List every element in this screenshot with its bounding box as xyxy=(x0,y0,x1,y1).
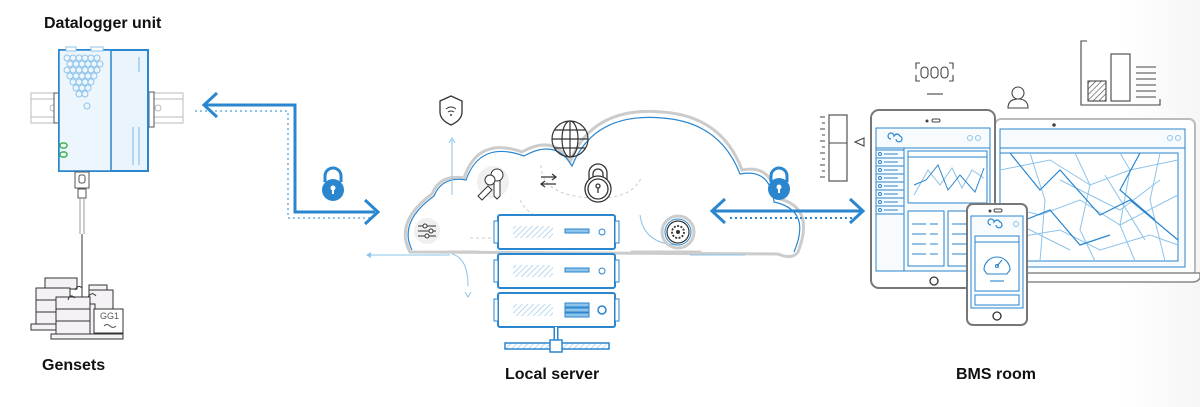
cloud-padlock-icon xyxy=(584,163,612,203)
shield-wifi-icon xyxy=(439,95,463,126)
gauge-icon xyxy=(983,256,1011,282)
server-unit xyxy=(493,214,620,250)
gear-icon xyxy=(660,214,696,250)
sliders-icon xyxy=(414,218,440,244)
datalogger-label: Datalogger unit xyxy=(44,15,162,32)
arrow-left-head xyxy=(201,91,219,119)
arrow-right-head xyxy=(848,197,866,225)
tablet-line-chart xyxy=(913,164,985,196)
server-unit xyxy=(493,292,620,328)
gensets-label: Gensets xyxy=(42,357,106,374)
phone-icon xyxy=(966,203,1028,326)
map-view xyxy=(999,152,1179,262)
bar-chart-icon xyxy=(1080,40,1161,106)
datalogger-unit xyxy=(30,46,184,300)
padlock-icon xyxy=(768,166,790,200)
server-label: Local server xyxy=(505,366,600,383)
exchange-arrows-icon xyxy=(540,173,557,188)
gauge-scale-icon xyxy=(820,114,865,182)
keys-icon xyxy=(477,166,509,201)
secure-link-right xyxy=(709,166,866,225)
secure-link-left xyxy=(195,91,381,226)
padlock-icon xyxy=(322,166,344,201)
status-leds xyxy=(59,142,68,158)
tablet-sidebar xyxy=(875,149,905,215)
genset-badge: GG1 xyxy=(100,311,119,321)
arrow-right-head xyxy=(363,198,381,226)
cloud-outline xyxy=(403,109,806,259)
bms-label: BMS room xyxy=(956,366,1036,383)
bms-devices xyxy=(820,40,1200,326)
server-unit xyxy=(493,253,620,289)
globe-icon xyxy=(551,120,589,158)
app-logo xyxy=(887,132,903,143)
app-logo xyxy=(987,218,1003,229)
server-stack-icon xyxy=(493,214,620,353)
user-icon xyxy=(1007,86,1029,109)
rj45-connector xyxy=(74,171,90,189)
tablet-icon xyxy=(870,109,996,289)
gensets-icon: GG1 xyxy=(30,277,124,340)
counter-icon xyxy=(915,62,954,95)
cloud-server xyxy=(366,95,806,353)
arrow-left-head xyxy=(709,197,727,225)
